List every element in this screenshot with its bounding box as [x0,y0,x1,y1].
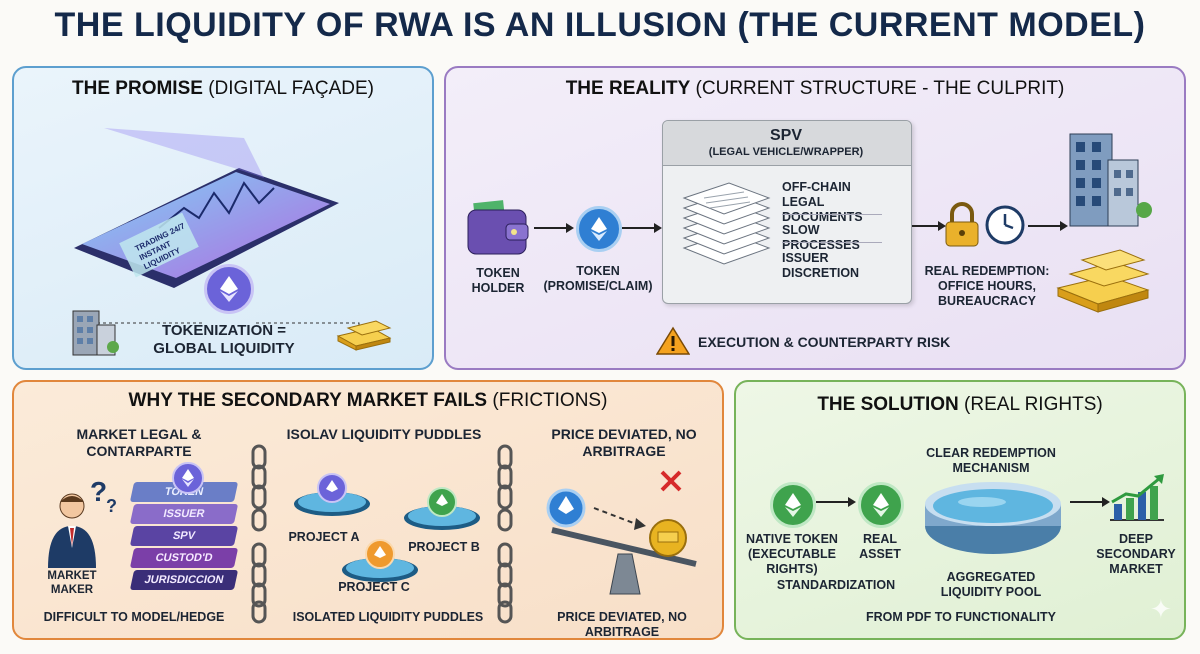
chart-icon [1110,474,1164,521]
redemption-label: REAL REDEMPTION: OFFICE HOURS, BUREAUCRA… [924,264,1050,308]
promise-heading-rest: (DIGITAL FAÇADE) [208,78,374,99]
question-icon-small: ? [106,496,117,516]
ethereum-icon-native [770,482,816,528]
puddles-icon [294,473,480,582]
stack-layer-issuer: ISSUER [129,504,239,524]
pool-label: AGGREGATED LIQUIDITY POOL [940,570,1042,599]
native-token-label: NATIVE TOKEN (EXECUTABLE RIGHTS) [746,532,838,576]
arrow-2 [622,223,662,233]
project-b-label: PROJECT B [408,540,480,554]
col3-title: PRICE DEVIATED, NO ARBITRAGE [551,426,697,459]
secondary-heading-rest: (FRICTIONS) [492,390,608,411]
token-claim-label: TOKEN (PROMISE/CLAIM) [543,264,653,293]
gold-bars-icon-large [1056,249,1150,313]
stack-layer-jurisdiction: JURISDICCION [129,570,239,590]
gold-bars-icon [336,320,392,351]
market-maker-label: MARKET MAKER [47,570,97,596]
arrow-6 [1070,497,1110,507]
ethereum-icon [204,264,254,314]
question-icon: ? [90,476,108,507]
secondary-heading-bold: WHY THE SECONDARY MARKET FAILS [128,390,488,411]
reality-heading-rest: (CURRENT STRUCTURE - THE CULPRIT) [695,78,1065,99]
promise-heading: THE PROMISE (DIGITAL FAÇADE) [14,78,432,100]
clock-icon [985,205,1025,245]
building-icon [72,310,119,356]
page-title: THE LIQUIDITY OF RWA IS AN ILLUSION (THE… [54,6,1146,44]
warning-icon [656,326,690,355]
col2-footer: ISOLATED LIQUIDITY PUDDLES [292,610,484,624]
project-c-label: PROJECT C [338,580,410,594]
reality-heading-bold: THE REALITY [565,78,691,99]
spv-item-3: ISSUER DISCRETION [782,251,860,280]
documents-icon [682,182,771,265]
spv-box [662,120,912,304]
pool-icon [925,482,1061,554]
ethereum-icon-stack [172,462,204,494]
promise-heading-bold: THE PROMISE [72,78,203,99]
solution-heading: THE SOLUTION (REAL RIGHTS) [736,394,1184,416]
spv-header [663,121,911,166]
spv-item-1: OFF-CHAIN LEGAL DOCUMENTS [782,180,863,224]
phone-icon: TRADING 24/7 INSTANT LIQUIDITY [74,128,339,288]
person-icon [48,493,96,568]
wallet-icon [467,200,529,255]
ethereum-icon-asset [858,482,904,528]
solution-panel: THE SOLUTION (REAL RIGHTS) CLEAR REDEMPT… [734,380,1186,640]
arrow-1 [534,223,574,233]
promise-caption: TOKENIZATION = GLOBAL LIQUIDITY [153,322,295,357]
deep-market-label: DEEP SECONDARY MARKET [1096,532,1176,576]
stack-layer-custody: CUSTOD'D [129,548,239,568]
spv-divider-1 [782,214,882,215]
solution-heading-bold: THE SOLUTION [817,394,959,415]
arrow-3 [912,221,946,231]
token-claim-icon [576,206,622,252]
stack-layer-spv: SPV [129,526,239,546]
chain-icon-2 [497,444,513,624]
risk-label: EXECUTION & COUNTERPARTY RISK [698,334,951,350]
spv-title: SPV [769,127,802,144]
promise-panel: THE PROMISE (DIGITAL FAÇADE) TRADING 24/… [12,66,434,370]
secondary-heading: WHY THE SECONDARY MARKET FAILS (FRICTION… [14,390,722,412]
chain-icon [251,444,267,624]
solution-footer: FROM PDF TO FUNCTIONALITY [865,610,1057,624]
building-icon-large [1069,133,1152,227]
project-a-label: PROJECT A [288,530,360,544]
secondary-panel: WHY THE SECONDARY MARKET FAILS (FRICTION… [12,380,724,640]
solution-heading-rest: (REAL RIGHTS) [964,394,1103,415]
standardization-label: STANDARDIZATION [776,578,896,592]
spv-subtitle: (LEGAL VEHICLE/WRAPPER) [708,146,864,158]
mechanism-label: CLEAR REDEMPTION MECHANISM [926,446,1056,475]
arrow-4 [1028,221,1068,231]
col3-footer: PRICE DEVIATED, NO ARBITRAGE [557,610,687,639]
spv-divider-2 [782,242,882,243]
arrow-5 [816,497,856,507]
reality-heading: THE REALITY (CURRENT STRUCTURE - THE CUL… [446,78,1184,100]
reality-panel: THE REALITY (CURRENT STRUCTURE - THE CUL… [444,66,1186,370]
scale-icon [546,470,697,595]
padlock-icon [945,202,979,247]
col1-title: MARKET LEGAL & CONTARPARTE [76,426,202,459]
col1-footer: DIFFICULT TO MODEL/HEDGE [43,610,225,624]
legal-stack: TOKEN ISSUER SPV CUSTOD'D JURISDICCION [129,482,239,590]
col2-title: ISOLAV LIQUIDITY PUDDLES [286,426,482,442]
token-holder-label: TOKEN HOLDER [471,266,525,295]
spv-item-2: SLOW PROCESSES [782,223,860,252]
real-asset-label: REAL ASSET [859,532,901,561]
sparkle-icon: ✦ [1150,594,1172,624]
